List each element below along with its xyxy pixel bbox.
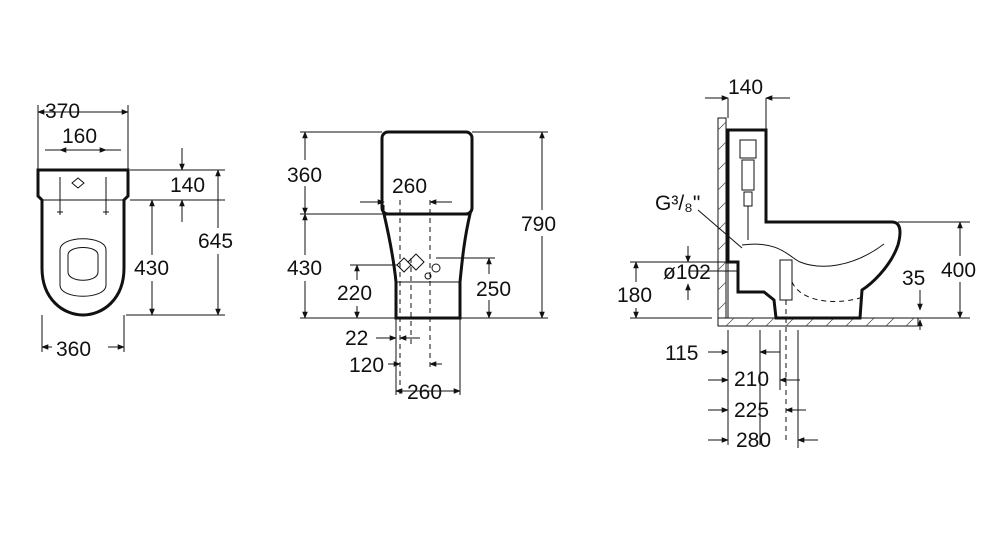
cistern-profile [726,128,902,320]
wall-hatch [717,117,727,319]
dim-280: 280 [736,429,771,452]
dim-outlet-axis-height: 180 [617,284,652,307]
dim-outlet-height: 250 [476,278,511,301]
dim-120: 120 [349,354,384,377]
toilet-top-outline [36,168,130,317]
dim-bowl-length: 430 [134,257,169,280]
seat-opening [59,238,107,297]
label-inlet-thread: G³/₈" [655,192,700,215]
dim-total-length: 645 [198,230,233,253]
dim-seat-height: 400 [941,259,976,282]
dim-cistern-height: 360 [287,164,322,187]
dim-inlet-height: 220 [337,282,372,305]
dim-22: 22 [345,327,368,350]
dim-225: 225 [734,399,769,422]
dim-cistern-inlet-offset: 260 [392,175,427,198]
dim-210: 210 [734,368,769,391]
cistern-outline [380,130,474,216]
dim-fixing-to-seat: 140 [170,174,205,197]
dim-total-height: 790 [521,213,556,236]
dim-wall-to-cistern: 140 [728,76,763,99]
dim-width-bottom: 360 [56,338,91,361]
front-view: 370 160 140 430 645 360 [36,100,242,361]
side-view: 360 430 790 260 220 250 22 120 260 [284,130,566,404]
dim-260-bottom: 260 [407,381,442,404]
profile-view: 140 G³/₈" ø102 180 400 35 115 210 225 [614,76,986,452]
dim-base-height: 430 [287,257,322,280]
flush-mechanism [739,139,757,240]
dim-width-top: 370 [45,100,80,123]
pedestal-outline [382,212,472,320]
dim-fixing-spacing: 160 [62,125,97,148]
dim-trap-height: 35 [902,267,925,290]
dim-115: 115 [665,342,698,365]
dim-outlet-diameter: ø102 [663,261,711,284]
